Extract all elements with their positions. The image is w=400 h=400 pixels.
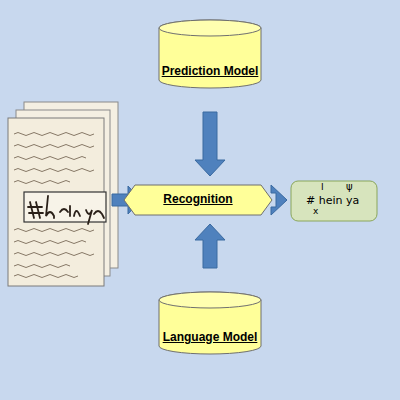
process-hexagon: Recognition	[123, 184, 273, 216]
node-label: Prediction Model	[158, 64, 262, 78]
diacritic-mark: I	[321, 182, 324, 192]
model-cylinder: Language Model	[158, 292, 262, 354]
output-text: # hein ya	[306, 194, 359, 207]
block-arrow	[271, 185, 287, 215]
node-label: Language Model	[158, 330, 262, 344]
diacritic-mark: x	[313, 206, 318, 216]
cylinder-outline	[158, 292, 262, 354]
node-label: Recognition	[123, 192, 273, 206]
diacritic-mark: ψ	[346, 181, 353, 192]
model-cylinder: Prediction Model	[158, 20, 262, 88]
block-arrow	[195, 112, 225, 176]
output-box: # hein ya Ix ψ	[290, 180, 378, 222]
block-arrow	[195, 224, 225, 268]
manuscript-pages	[8, 102, 118, 286]
